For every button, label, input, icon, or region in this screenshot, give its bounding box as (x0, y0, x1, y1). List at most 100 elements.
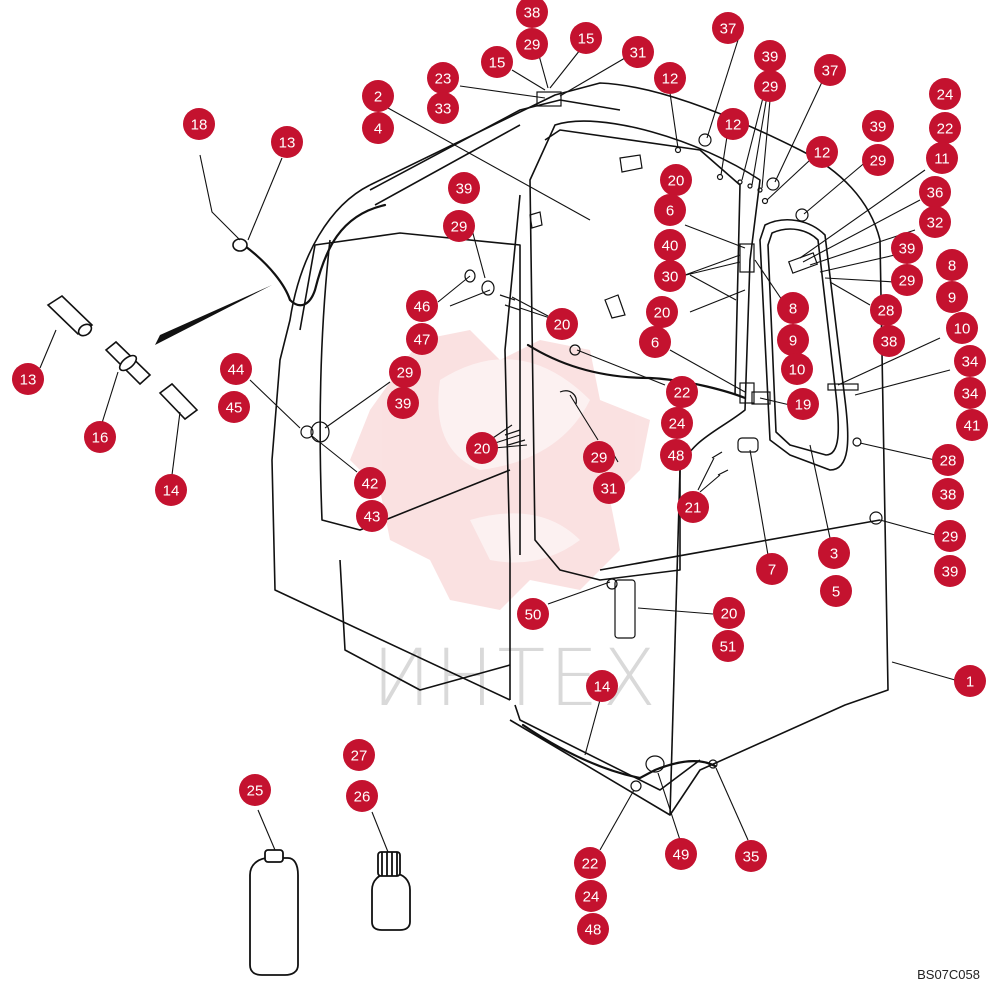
callout-38: 38 (932, 478, 964, 510)
callout-label: 13 (279, 135, 296, 152)
callout-circle (756, 553, 788, 585)
leader-29-win (824, 277, 896, 283)
callout-39: 39 (754, 40, 786, 72)
callout-label: 50 (525, 607, 542, 624)
callout-circle (665, 838, 697, 870)
callout-label: 20 (554, 317, 571, 334)
door-seam (669, 469, 681, 816)
callout-label: 29 (397, 365, 414, 382)
wire-14-lower (521, 723, 717, 780)
callout-label: 28 (878, 303, 895, 320)
callout-circle (754, 40, 786, 72)
watermark-swirl-2 (470, 513, 580, 563)
leader-20-mid (511, 296, 551, 319)
clip-39a (737, 179, 743, 185)
rear-window (759, 219, 849, 471)
callout-label: 14 (594, 679, 611, 696)
clip-12c (761, 197, 769, 205)
connector-pointer (155, 285, 272, 345)
callout-circle (218, 391, 250, 423)
part-14-tube (158, 382, 199, 421)
callout-label: 44 (228, 362, 245, 379)
callout-circle (781, 353, 813, 385)
callout-label: 26 (354, 789, 371, 806)
leader-49 (657, 772, 681, 841)
callout-30: 30 (654, 260, 686, 292)
hole-47 (481, 280, 495, 296)
callout-circle (654, 194, 686, 226)
leader-29-right (879, 519, 936, 536)
callout-25: 25 (239, 774, 271, 806)
callout-20: 20 (646, 296, 678, 328)
callout-label: 18 (191, 117, 208, 134)
leader-39-right (803, 159, 869, 215)
callout-12: 12 (654, 62, 686, 94)
callout-36: 36 (919, 176, 951, 208)
callout-circle (517, 598, 549, 630)
callout-20: 20 (713, 597, 745, 629)
callout-label: 32 (927, 215, 944, 232)
callout-label: 24 (583, 889, 600, 906)
leader-15a (511, 69, 546, 91)
leader-20-right (689, 289, 746, 313)
leader-50 (547, 581, 611, 605)
callout-11: 11 (926, 142, 958, 174)
callout-42: 42 (354, 467, 386, 499)
callout-circle (932, 478, 964, 510)
bolt-37a (698, 133, 712, 147)
cab-bottom-edge (599, 519, 881, 571)
callout-circle (814, 54, 846, 86)
callout-circle (239, 774, 271, 806)
callout-circle (84, 421, 116, 453)
callout-circle (443, 210, 475, 242)
callout-label: 20 (654, 305, 671, 322)
callout-circle (818, 537, 850, 569)
leader-19 (759, 397, 791, 406)
callout-circle (387, 387, 419, 419)
callout-circle (777, 292, 809, 324)
callout-circle (583, 441, 615, 473)
clip-39b (747, 183, 753, 189)
callout-circle (220, 353, 252, 385)
callout-circle (919, 176, 951, 208)
cab-front-edge (504, 194, 521, 700)
callout-circle (712, 630, 744, 662)
callout-27: 27 (343, 739, 375, 771)
callout-8: 8 (777, 292, 809, 324)
callout-circle (389, 356, 421, 388)
callout-9: 9 (777, 324, 809, 356)
callout-circle (954, 665, 986, 697)
callout-29: 29 (934, 520, 966, 552)
wire-22-mid (526, 343, 747, 400)
callout-circle (406, 290, 438, 322)
callout-20: 20 (660, 164, 692, 196)
bolt-22-lower (630, 780, 642, 792)
callout-circle (713, 597, 745, 629)
cab-inner-panel (299, 232, 521, 555)
callout-38: 38 (516, 0, 548, 28)
wiring (243, 203, 747, 780)
callout-label: 40 (662, 238, 679, 255)
diagram-code: BS07C058 (917, 967, 980, 982)
callout-29: 29 (754, 70, 786, 102)
callout-label: 46 (414, 299, 431, 316)
callout-10: 10 (946, 312, 978, 344)
leader-14-left (171, 411, 181, 476)
callout-13: 13 (12, 363, 44, 395)
callout-label: 30 (662, 269, 679, 286)
callout-circle (661, 407, 693, 439)
callout-45: 45 (218, 391, 250, 423)
callout-41: 41 (956, 409, 988, 441)
callout-4: 4 (362, 112, 394, 144)
callout-label: 42 (362, 476, 379, 493)
callout-label: 2 (374, 89, 382, 106)
callout-6: 6 (639, 326, 671, 358)
leader-36 (802, 199, 921, 263)
callout-8: 8 (936, 249, 968, 281)
callout-circle (820, 575, 852, 607)
callout-label: 6 (666, 203, 674, 220)
callout-label: 19 (795, 397, 812, 414)
callout-label: 1 (966, 674, 974, 691)
callout-circle (570, 22, 602, 54)
grommet-49 (645, 755, 665, 773)
